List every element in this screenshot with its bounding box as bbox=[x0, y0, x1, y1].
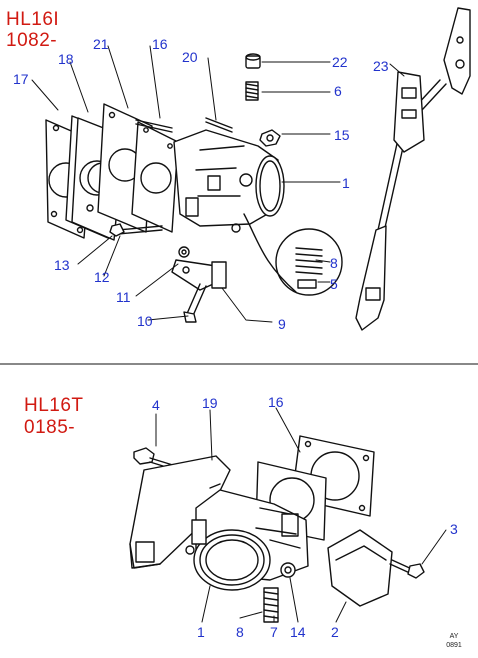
callout-16-bottom: 16 bbox=[268, 394, 284, 410]
detail-circle-8-5 bbox=[275, 228, 343, 296]
callout-10: 10 bbox=[137, 313, 153, 329]
throttle-body-top bbox=[173, 129, 285, 233]
callout-12: 12 bbox=[94, 269, 110, 285]
hose-line-top bbox=[243, 213, 297, 293]
callout-7: 7 bbox=[270, 624, 278, 640]
screw-3 bbox=[389, 559, 425, 579]
top-engine-code: HL16I bbox=[6, 9, 60, 30]
leader-lines-top bbox=[31, 45, 405, 323]
callout-2: 2 bbox=[331, 624, 339, 640]
callout-19: 19 bbox=[202, 395, 218, 411]
leader-lines-bottom bbox=[155, 407, 447, 623]
corner-mark-ay: AY bbox=[449, 633, 459, 640]
callout-20: 20 bbox=[182, 49, 198, 65]
callout-18: 18 bbox=[58, 51, 74, 67]
callout-16-top: 16 bbox=[152, 36, 168, 52]
studs bbox=[109, 117, 233, 237]
bottom-engine-code: HL16T bbox=[24, 395, 84, 416]
callout-8-bottom: 8 bbox=[236, 624, 244, 640]
callout-21: 21 bbox=[93, 36, 109, 52]
callout-8-top: 8 bbox=[330, 255, 338, 271]
cable-bracket-23 bbox=[355, 7, 471, 331]
cap-22 bbox=[245, 53, 261, 69]
callout-14: 14 bbox=[290, 624, 306, 640]
nut-15 bbox=[259, 129, 281, 147]
callout-1-bottom: 1 bbox=[197, 624, 205, 640]
callout-5: 5 bbox=[330, 276, 338, 292]
callout-9: 9 bbox=[278, 316, 286, 332]
callout-23: 23 bbox=[373, 58, 389, 74]
callout-11: 11 bbox=[116, 289, 131, 305]
top-from-date: 1082- bbox=[6, 30, 58, 51]
callout-6: 6 bbox=[334, 83, 342, 99]
callout-4: 4 bbox=[152, 397, 160, 413]
spring-8-bottom bbox=[263, 587, 279, 623]
bracket-19 bbox=[129, 455, 231, 569]
gasket-16 bbox=[131, 121, 179, 233]
actuator-cover-2 bbox=[327, 529, 393, 607]
throttle-linkage bbox=[171, 246, 227, 323]
corner-mark-number: 0891 bbox=[446, 642, 462, 649]
callout-22: 22 bbox=[332, 54, 348, 70]
callout-17: 17 bbox=[13, 71, 29, 87]
callout-3: 3 bbox=[450, 521, 458, 537]
screw-6 bbox=[245, 81, 259, 101]
callout-13: 13 bbox=[54, 257, 70, 273]
throttle-body-bottom bbox=[185, 489, 309, 591]
bottom-from-date: 0185- bbox=[24, 417, 76, 438]
callout-1-top: 1 bbox=[342, 175, 350, 191]
callout-15: 15 bbox=[334, 127, 350, 143]
